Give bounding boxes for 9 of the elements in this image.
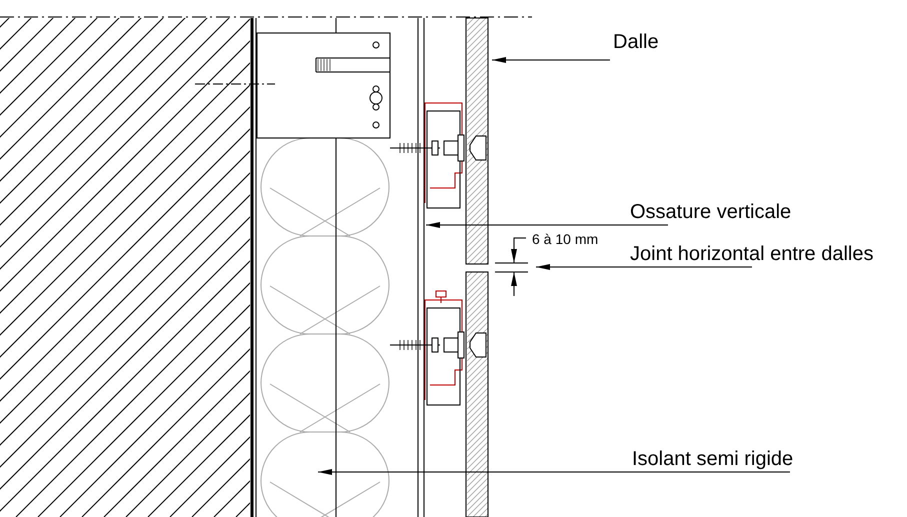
dimension-text: 6 à 10 mm bbox=[532, 232, 598, 246]
part-label: Joint horizontal entre dalles bbox=[630, 244, 874, 264]
part-label: Ossature verticale bbox=[630, 202, 792, 222]
leader-line bbox=[318, 469, 790, 475]
part-label: Dalle bbox=[613, 32, 659, 52]
part-label: Isolant semi rigide bbox=[632, 449, 794, 469]
leader-line bbox=[492, 57, 610, 63]
leader-line bbox=[536, 264, 752, 270]
leader-line bbox=[426, 222, 668, 228]
